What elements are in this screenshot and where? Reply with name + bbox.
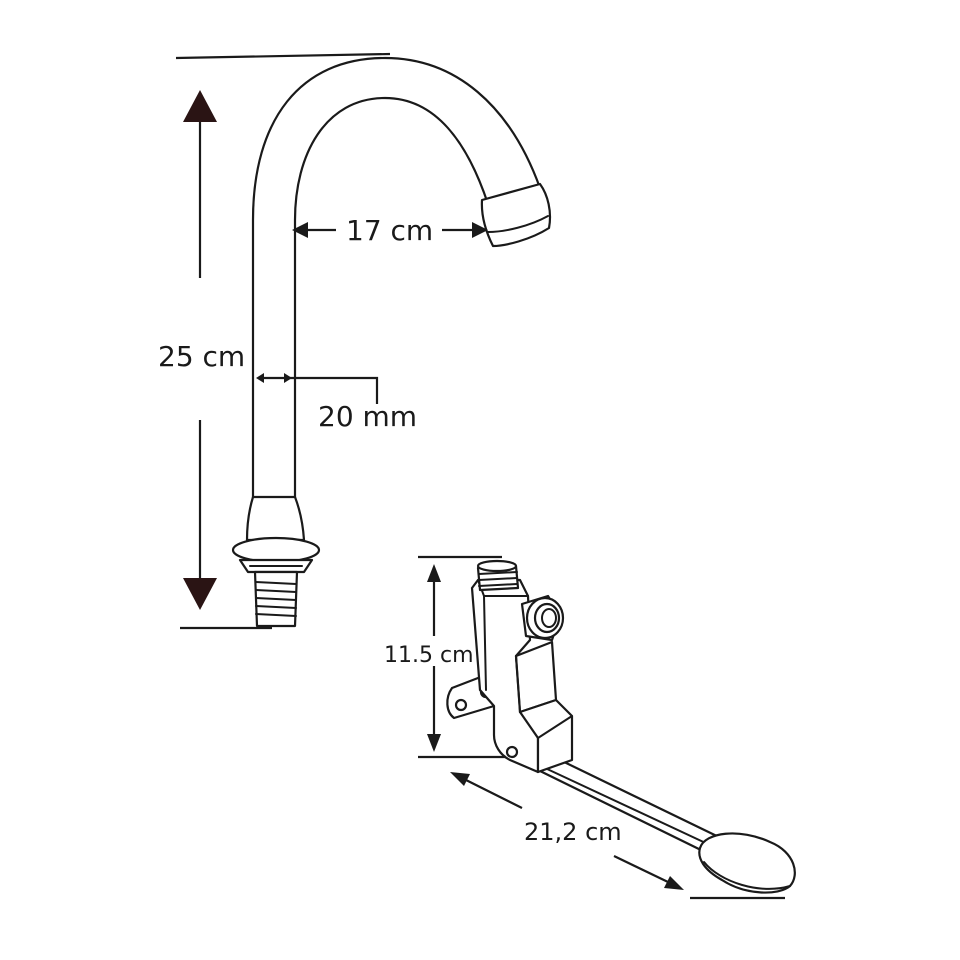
arrow-up-icon: [427, 564, 441, 582]
pedal-height-dimension: 11.5 cm: [384, 555, 506, 759]
pedal-side-outlet: [520, 594, 565, 642]
arrow-down-icon: [427, 734, 441, 752]
pedal-top-inlet: [476, 559, 520, 592]
faucet-aerator-nozzle: [480, 182, 552, 248]
gooseneck-faucet: [231, 56, 552, 628]
faucet-reach-dimension: 17 cm: [292, 214, 488, 247]
arrow-right-icon: [664, 876, 684, 890]
pedal-valve-housing: [505, 640, 574, 774]
arrow-right-icon: [472, 222, 488, 238]
pedal-length-dimension: 21,2 cm: [450, 772, 785, 900]
pedal-foot-pad: [698, 832, 796, 894]
faucet-height-dimension: 25 cm: [158, 52, 391, 630]
faucet-spout-body: [251, 56, 542, 502]
arrow-up-icon: [183, 90, 217, 122]
pedal-length-label: 21,2 cm: [524, 818, 622, 846]
foot-pedal-valve: [446, 559, 796, 894]
faucet-threaded-connector: [253, 570, 299, 628]
arrow-left-icon: [450, 772, 470, 786]
arrow-left-icon: [292, 222, 308, 238]
arrow-down-icon: [183, 578, 217, 610]
faucet-base-collar: [231, 495, 321, 574]
pedal-height-label: 11.5 cm: [384, 643, 474, 668]
arrow-right-icon: [284, 373, 292, 383]
faucet-reach-label: 17 cm: [346, 214, 433, 247]
faucet-diameter-label: 20 mm: [318, 400, 417, 433]
arrow-left-icon: [256, 373, 264, 383]
faucet-height-label: 25 cm: [158, 340, 245, 373]
faucet-diameter-dimension: 20 mm: [256, 373, 417, 433]
